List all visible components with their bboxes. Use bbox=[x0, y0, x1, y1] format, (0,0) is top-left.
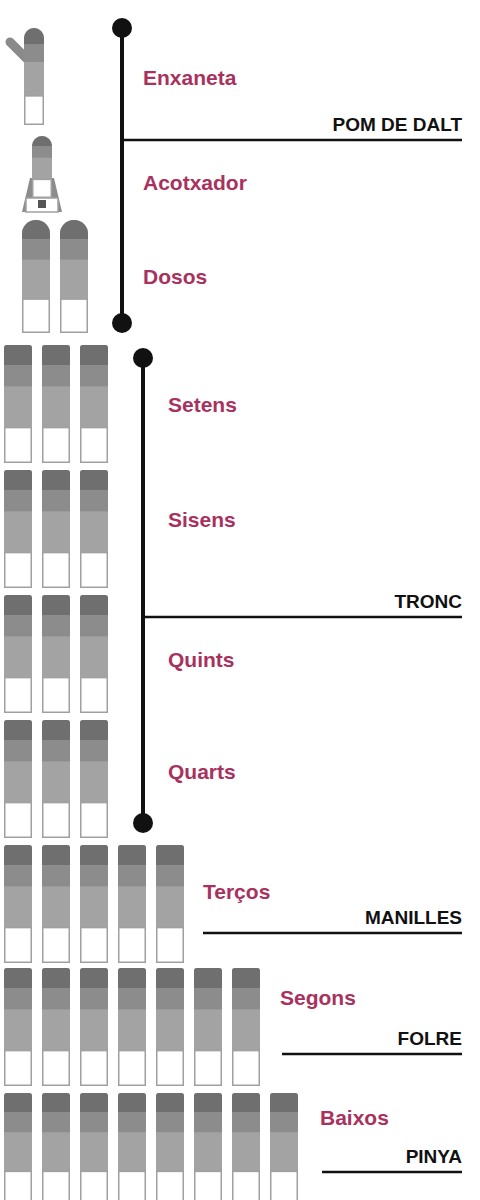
underline bbox=[203, 932, 462, 935]
human-figure bbox=[80, 595, 108, 713]
section-name: FOLRE bbox=[398, 1027, 462, 1051]
human-figure bbox=[80, 345, 108, 463]
brackets bbox=[112, 18, 462, 1172]
human-figure bbox=[60, 220, 88, 333]
human-figure bbox=[80, 470, 108, 588]
human-figure bbox=[118, 845, 146, 963]
role-name: Segons bbox=[280, 985, 356, 1011]
underline bbox=[322, 1171, 462, 1174]
human-figure bbox=[22, 220, 50, 333]
section-name: MANILLES bbox=[365, 906, 462, 930]
human-figure bbox=[4, 845, 32, 963]
human-figure bbox=[156, 845, 184, 963]
human-figure bbox=[4, 720, 32, 838]
human-figures bbox=[4, 28, 298, 1200]
human-figure bbox=[80, 845, 108, 963]
role-name: Setens bbox=[168, 392, 237, 418]
human-figure bbox=[42, 595, 70, 713]
bracket-dot bbox=[112, 18, 132, 38]
human-figure bbox=[42, 345, 70, 463]
role-name: Baixos bbox=[320, 1105, 389, 1131]
human-figure bbox=[42, 968, 70, 1086]
bracket-line bbox=[120, 28, 124, 323]
human-figure bbox=[80, 720, 108, 838]
bracket-dot bbox=[112, 313, 132, 333]
human-figure bbox=[156, 1093, 184, 1200]
role-name: Quints bbox=[168, 647, 235, 673]
role-name: Enxaneta bbox=[143, 65, 236, 91]
section-name: TRONC bbox=[394, 590, 462, 614]
section-name: PINYA bbox=[406, 1145, 462, 1169]
bracket-branch bbox=[143, 616, 462, 619]
bracket-dot bbox=[133, 813, 153, 833]
human-figure bbox=[4, 968, 32, 1086]
human-figure bbox=[156, 968, 184, 1086]
bracket-branch bbox=[122, 139, 462, 142]
role-name: Acotxador bbox=[143, 170, 247, 196]
human-figure bbox=[42, 470, 70, 588]
human-figure bbox=[118, 1093, 146, 1200]
crouched-body bbox=[22, 178, 62, 212]
human-figure bbox=[24, 28, 44, 125]
bracket-dot bbox=[133, 348, 153, 368]
role-name: Quarts bbox=[168, 759, 236, 785]
human-figure bbox=[232, 968, 260, 1086]
human-figure bbox=[4, 345, 32, 463]
section-name: POM DE DALT bbox=[333, 113, 462, 137]
human-figure bbox=[80, 968, 108, 1086]
human-figure bbox=[194, 1093, 222, 1200]
human-figure bbox=[42, 845, 70, 963]
human-figure bbox=[4, 1093, 32, 1200]
human-figure bbox=[194, 968, 222, 1086]
human-figure bbox=[4, 595, 32, 713]
role-name: Terços bbox=[203, 879, 270, 905]
human-figure bbox=[42, 720, 70, 838]
role-name: Dosos bbox=[143, 264, 207, 290]
human-figure bbox=[270, 1093, 298, 1200]
human-figure bbox=[42, 1093, 70, 1200]
human-figure bbox=[32, 136, 52, 198]
bracket-line bbox=[141, 358, 145, 823]
underline bbox=[282, 1053, 462, 1056]
role-name: Sisens bbox=[168, 507, 236, 533]
human-figure bbox=[232, 1093, 260, 1200]
human-figure bbox=[4, 470, 32, 588]
human-figure bbox=[118, 968, 146, 1086]
human-figure bbox=[80, 1093, 108, 1200]
